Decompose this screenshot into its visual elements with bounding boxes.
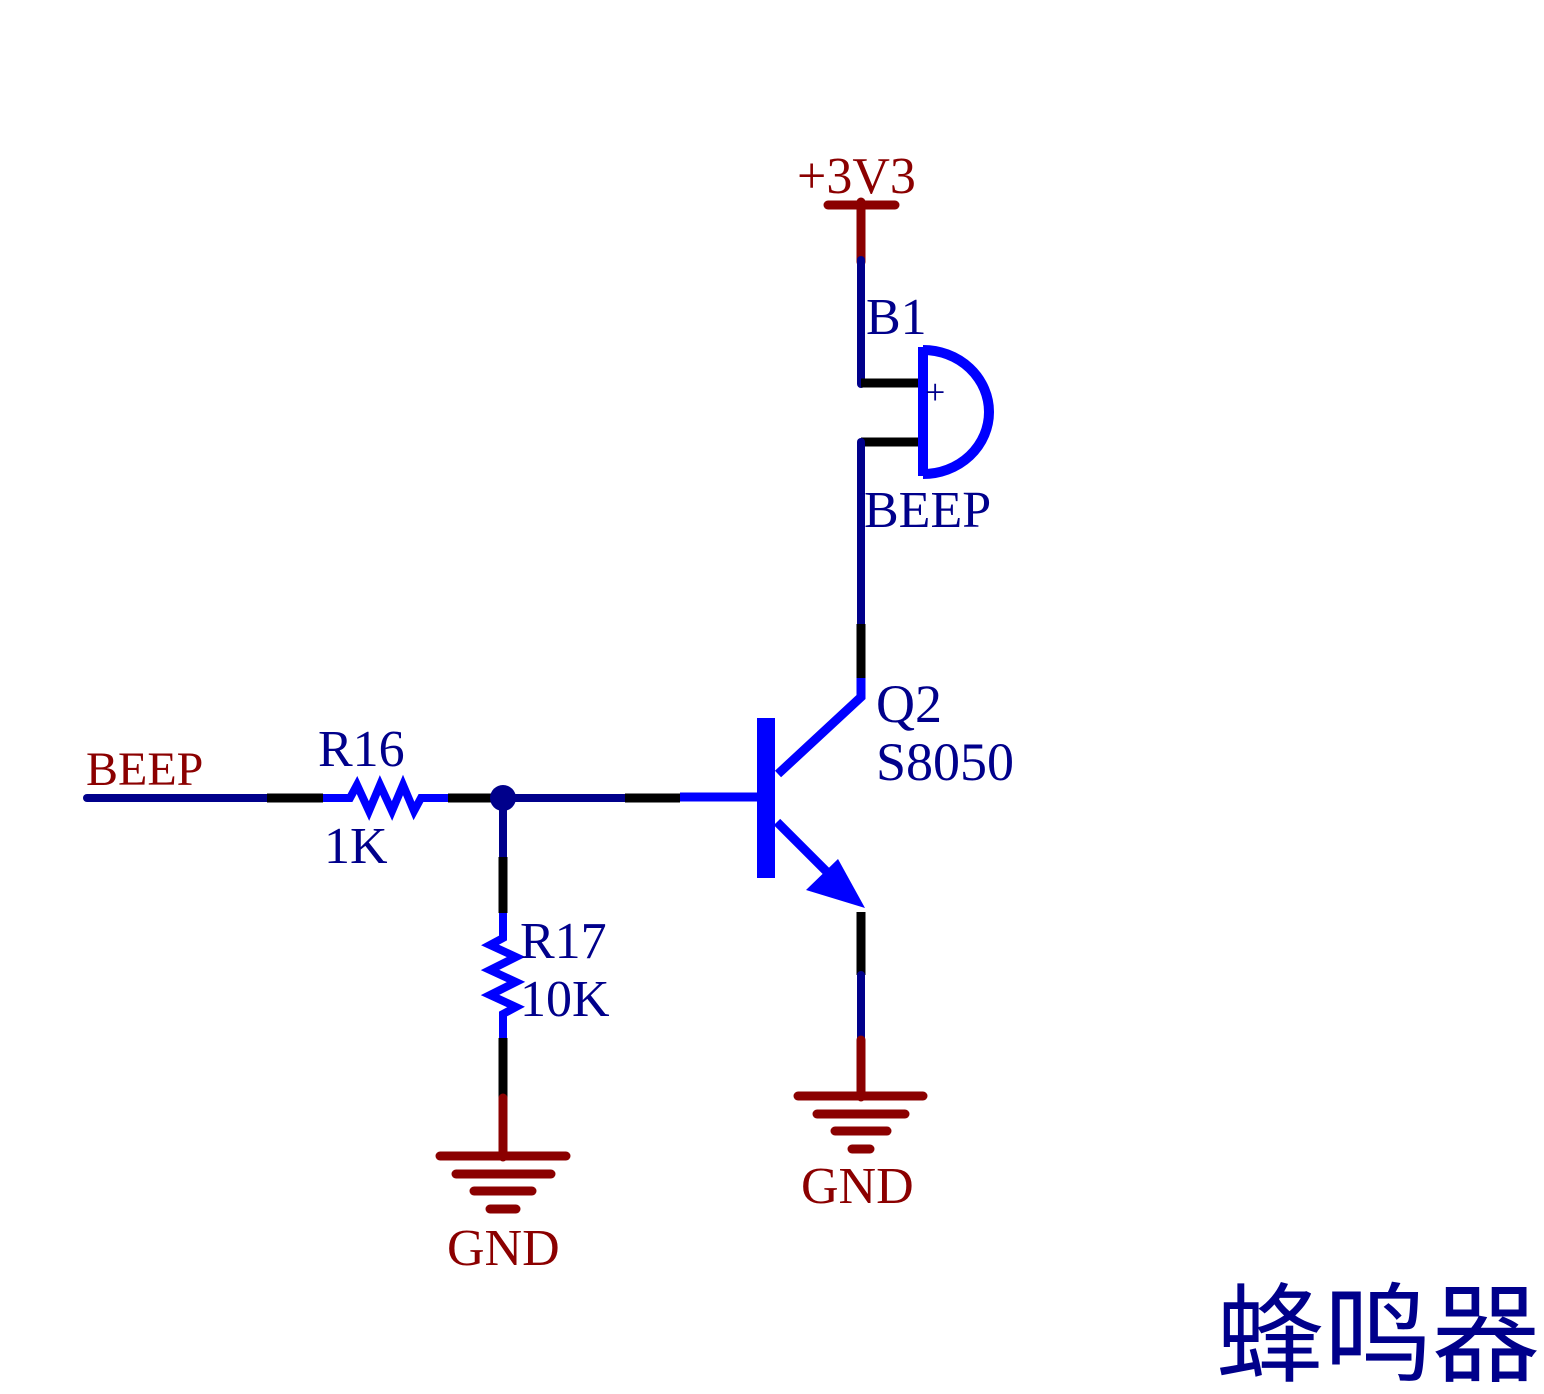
transistor-refdes: Q2	[876, 674, 942, 734]
net-label-beep-input: BEEP	[86, 743, 203, 796]
gnd-label-left: GND	[447, 1220, 560, 1277]
buzzer-body-arc	[922, 345, 994, 479]
transistor-q2: Q2 S8050	[680, 674, 1014, 908]
resistor-r16-refdes: R16	[318, 721, 405, 778]
buzzer-refdes: B1	[866, 289, 927, 346]
resistor-r17-refdes: R17	[520, 913, 607, 970]
gnd-symbol-left: GND	[435, 1151, 571, 1277]
resistor-r16-value: 1K	[324, 818, 388, 875]
gnd-label-right: GND	[801, 1158, 914, 1215]
gnd-symbol-right: GND	[793, 1091, 928, 1215]
transistor-base-bar	[757, 718, 775, 878]
junction-dot	[490, 785, 516, 811]
resistor-r16-body	[323, 774, 448, 821]
power-rail-label: +3V3	[797, 148, 916, 205]
buzzer-polarity-plus: +	[925, 372, 945, 412]
resistor-r17-body	[480, 913, 526, 1038]
transistor-collector-lead	[774, 678, 866, 778]
resistor-r17: R17 10K	[480, 913, 610, 1038]
buzzer-b1: B1 +	[861, 289, 994, 479]
net-label-beep-collector: BEEP	[864, 482, 991, 539]
transistor-part-number: S8050	[876, 732, 1014, 792]
schematic-title: 蜂鸣器	[1216, 1278, 1540, 1394]
resistor-r16: R16 1K	[318, 721, 448, 875]
transistor-emitter-arrow	[806, 859, 865, 908]
resistor-r17-value: 10K	[520, 971, 610, 1028]
power-rail-3v3: +3V3	[797, 148, 916, 267]
